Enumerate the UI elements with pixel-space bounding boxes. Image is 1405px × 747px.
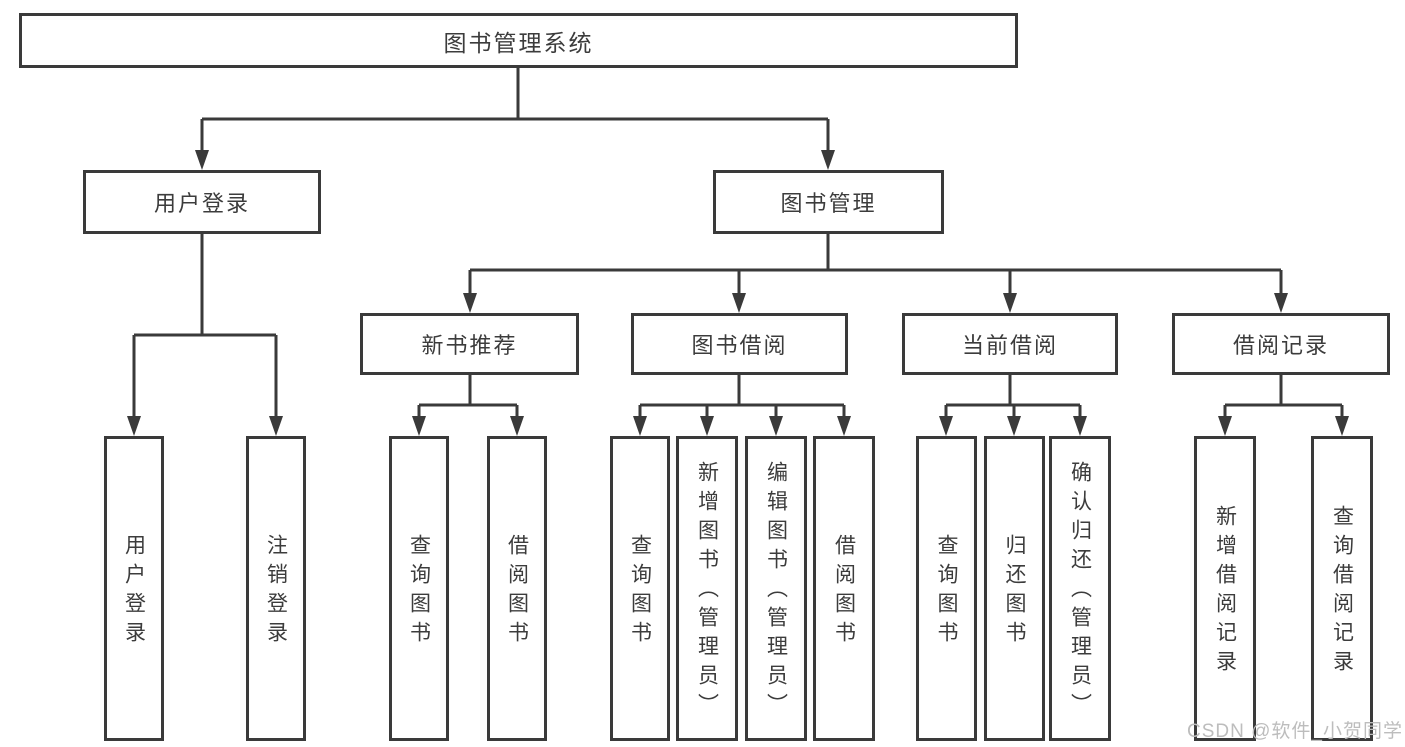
- leaf-query-books-current: 查询图书: [916, 436, 977, 741]
- csdn-watermark: CSDN @软件_小贺同学: [1187, 721, 1403, 742]
- arrowhead-down-icon: [633, 416, 647, 436]
- leaf-edit-book-admin: 编辑图书（管理员）: [745, 436, 807, 741]
- node-library-management-system: 图书管理系统: [19, 13, 1018, 68]
- arrowhead-down-icon: [269, 416, 283, 436]
- leaf-return-books: 归还图书: [984, 436, 1045, 741]
- leaf-logout: 注销登录: [246, 436, 306, 741]
- arrowhead-down-icon: [1007, 416, 1021, 436]
- connector-book-borrow-to-leaves: [638, 375, 846, 428]
- connector-book-mgmt-to-groups: [468, 234, 1283, 305]
- connector-borrow-record-to-leaves: [1223, 375, 1344, 428]
- node-borrowing-records: 借阅记录: [1172, 313, 1390, 375]
- arrowhead-down-icon: [939, 416, 953, 436]
- connector-new-book-to-leaves: [417, 375, 519, 428]
- leaf-user-login: 用户登录: [104, 436, 164, 741]
- arrowhead-down-icon: [732, 293, 746, 313]
- leaf-query-books-recommend: 查询图书: [389, 436, 449, 741]
- arrowhead-down-icon: [510, 416, 524, 436]
- arrowhead-down-icon: [700, 416, 714, 436]
- arrowhead-down-icon: [1335, 416, 1349, 436]
- leaf-add-borrow-record: 新增借阅记录: [1194, 436, 1256, 741]
- node-book-management: 图书管理: [713, 170, 944, 234]
- arrowhead-down-icon: [412, 416, 426, 436]
- connector-user-login-to-leaves: [132, 234, 278, 428]
- node-current-borrowing: 当前借阅: [902, 313, 1118, 375]
- arrowhead-down-icon: [1274, 293, 1288, 313]
- connector-root-to-level2: [200, 68, 830, 162]
- node-user-login: 用户登录: [83, 170, 321, 234]
- arrowhead-down-icon: [195, 150, 209, 170]
- leaf-query-books-borrowing: 查询图书: [610, 436, 670, 741]
- leaf-borrow-books: 借阅图书: [813, 436, 875, 741]
- leaf-confirm-return-admin: 确认归还（管理员）: [1049, 436, 1111, 741]
- arrowhead-down-icon: [837, 416, 851, 436]
- leaf-query-borrow-record: 查询借阅记录: [1311, 436, 1373, 741]
- arrowhead-down-icon: [127, 416, 141, 436]
- leaf-borrow-books-recommend: 借阅图书: [487, 436, 547, 741]
- node-book-borrowing: 图书借阅: [631, 313, 848, 375]
- arrowhead-down-icon: [1073, 416, 1087, 436]
- arrowhead-down-icon: [463, 293, 477, 313]
- arrowhead-down-icon: [769, 416, 783, 436]
- node-new-book-recommendation: 新书推荐: [360, 313, 579, 375]
- leaf-add-book-admin: 新增图书（管理员）: [676, 436, 738, 741]
- arrowhead-down-icon: [821, 150, 835, 170]
- arrowhead-down-icon: [1003, 293, 1017, 313]
- arrowhead-down-icon: [1218, 416, 1232, 436]
